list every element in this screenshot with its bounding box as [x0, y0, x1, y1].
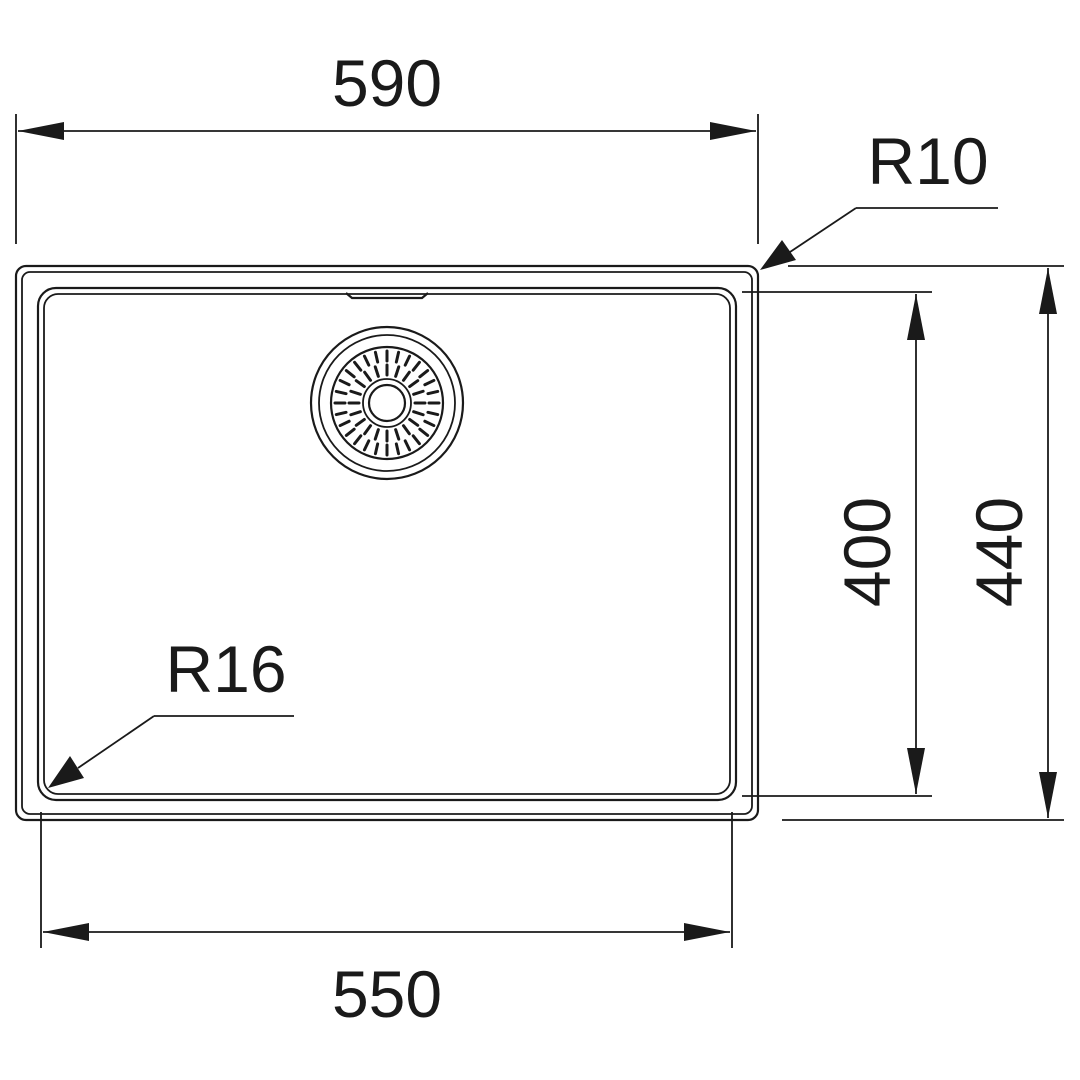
- strainer-slot: [412, 410, 425, 417]
- dimension-outer-width: 590: [15, 46, 759, 244]
- strainer-slot: [418, 427, 430, 437]
- corner-radius-outer-label: R10: [867, 124, 988, 198]
- strainer-slot: [353, 360, 363, 372]
- corner-radius-inner-callout: R16: [48, 632, 294, 788]
- strainer-slot: [373, 442, 380, 456]
- strainer-slot: [418, 369, 430, 379]
- dimension-inner-height-label: 400: [830, 497, 904, 607]
- strainer-slot: [373, 365, 380, 378]
- dimension-inner-width: 550: [40, 812, 733, 1031]
- strainer-slot: [401, 424, 411, 436]
- strainer-slot: [423, 419, 436, 428]
- strainer-slot: [373, 350, 380, 364]
- strainer-slot: [426, 410, 440, 417]
- sink-bowl-inner-edge: [43, 293, 731, 795]
- dimension-inner-height: 400: [742, 291, 932, 797]
- dimension-outer-height-label: 440: [962, 497, 1036, 607]
- strainer-slot: [344, 369, 356, 379]
- sink-bowl: [36, 286, 738, 802]
- strainer-slot: [394, 442, 401, 456]
- strainer-slot: [338, 378, 351, 387]
- strainer-slot: [408, 379, 420, 389]
- sink-outer-rim-inner-edge: [21, 271, 753, 815]
- strainer-slot: [353, 434, 363, 446]
- drain-strainer-icon: [309, 325, 465, 481]
- strainer-slot: [362, 439, 371, 452]
- strainer-slot: [363, 424, 373, 436]
- strainer-slot: [349, 389, 362, 396]
- dimension-outer-width-label: 590: [332, 46, 442, 120]
- sink-outer-rim: [14, 264, 760, 822]
- strainer-slot: [394, 350, 401, 364]
- overflow-slot: [345, 292, 429, 300]
- strainer-slot: [373, 428, 380, 441]
- strainer-slot: [354, 417, 366, 427]
- strainer-slot: [334, 389, 348, 396]
- strainer-slot: [394, 428, 401, 441]
- strainer-slot: [411, 434, 421, 446]
- strainer-slot: [394, 365, 401, 378]
- strainer-slot: [412, 389, 425, 396]
- strainer-slot: [344, 427, 356, 437]
- corner-radius-inner-label: R16: [165, 632, 286, 706]
- strainer-slot: [334, 410, 348, 417]
- corner-radius-outer-callout: R10: [760, 124, 998, 270]
- strainer-slot: [362, 354, 371, 367]
- strainer-slot: [401, 370, 411, 382]
- strainer-slot: [338, 419, 351, 428]
- strainer-slot: [423, 378, 436, 387]
- strainer-slot: [354, 379, 366, 389]
- strainer-slot: [403, 439, 412, 452]
- strainer-slot: [403, 354, 412, 367]
- strainer-slot: [426, 389, 440, 396]
- dimension-inner-width-label: 550: [332, 957, 442, 1031]
- strainer-slot: [349, 410, 362, 417]
- strainer-slot: [411, 360, 421, 372]
- strainer-slot: [363, 370, 373, 382]
- dimension-outer-height: 440: [782, 265, 1064, 821]
- strainer-slot: [408, 417, 420, 427]
